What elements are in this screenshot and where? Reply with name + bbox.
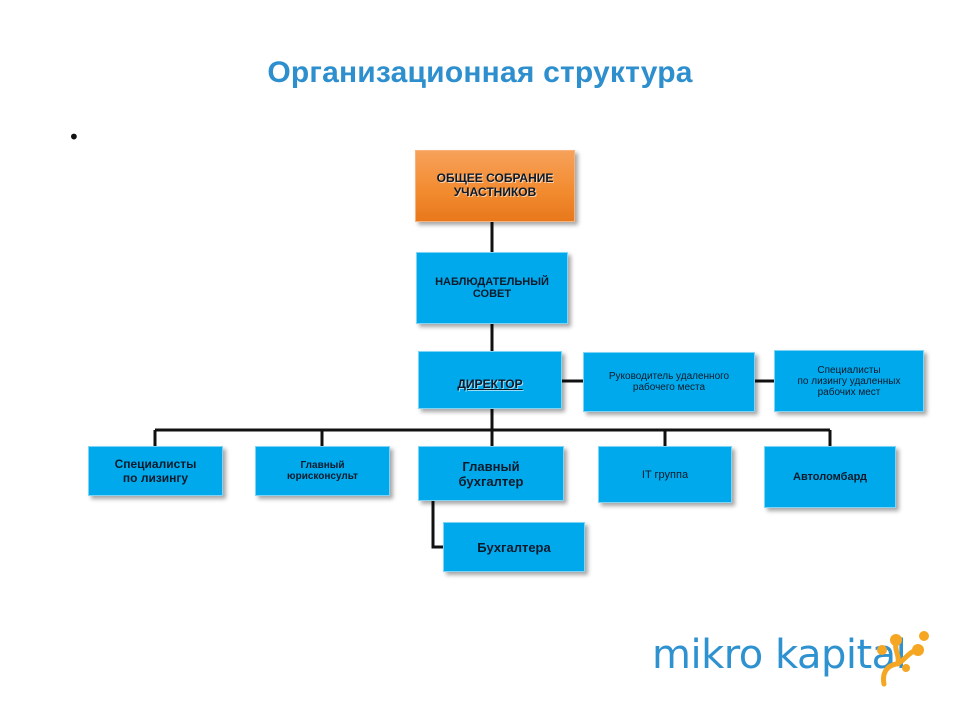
box-label-line: по лизингу удаленных xyxy=(797,375,901,387)
box-label-line: рабочего места xyxy=(632,382,706,393)
box-label-line: Руководитель удаленного xyxy=(608,371,730,382)
logo-figure-icon xyxy=(877,631,929,687)
box-label-line: рабочих мест xyxy=(817,386,881,398)
box-label-line: юрисконсульт xyxy=(287,471,358,482)
box-label-line: Специалисты xyxy=(114,457,197,471)
box-label-line: НАБЛЮДАТЕЛЬНЫЙ xyxy=(435,276,549,288)
box-label-line: ОБЩЕЕ СОБРАНИЕ xyxy=(436,171,554,185)
box-leasing-specialists: Специалисты по лизингу xyxy=(88,446,223,496)
box-supervisory-board: НАБЛЮДАТЕЛЬНЫЙ СОВЕТ xyxy=(416,252,568,324)
box-label: IT группа xyxy=(641,468,689,481)
box-label-line: бухгалтер xyxy=(458,474,524,489)
company-logo: mikro kapital xyxy=(652,628,932,688)
box-remote-workplace-head: Руководитель удаленного рабочего места xyxy=(583,352,755,412)
slide-title: Организационная структура xyxy=(267,56,693,89)
box-car-pawnshop: Автоломбард xyxy=(764,446,896,508)
bullet-point: • xyxy=(68,125,80,149)
box-label-line: по лизингу xyxy=(122,471,189,485)
box-label: Бухгалтера xyxy=(477,539,551,555)
box-director: ДИРЕКТОР xyxy=(418,351,562,409)
box-label: Автоломбард xyxy=(793,471,867,483)
logo-wordmark: mikro kapital xyxy=(652,632,907,678)
box-label-line: УЧАСТНИКОВ xyxy=(453,185,537,199)
box-label-line: Специалисты xyxy=(817,364,881,376)
box-label-line: Главный xyxy=(462,459,520,474)
box-remote-leasing-specialists: Специалисты по лизингу удаленных рабочих… xyxy=(774,350,924,412)
box-label: ДИРЕКТОР xyxy=(457,377,523,391)
box-accountants: Бухгалтера xyxy=(443,522,585,572)
box-label-line: СОВЕТ xyxy=(472,288,512,300)
connector-chief-accountants xyxy=(431,501,443,549)
box-chief-legal-counsel: Главный юрисконсульт xyxy=(255,446,390,496)
box-chief-accountant: Главный бухгалтер xyxy=(418,446,564,501)
box-label-line: Главный xyxy=(300,460,345,471)
box-it-group: IT группа xyxy=(598,446,732,503)
box-general-assembly: ОБЩЕЕ СОБРАНИЕ УЧАСТНИКОВ xyxy=(415,150,575,222)
